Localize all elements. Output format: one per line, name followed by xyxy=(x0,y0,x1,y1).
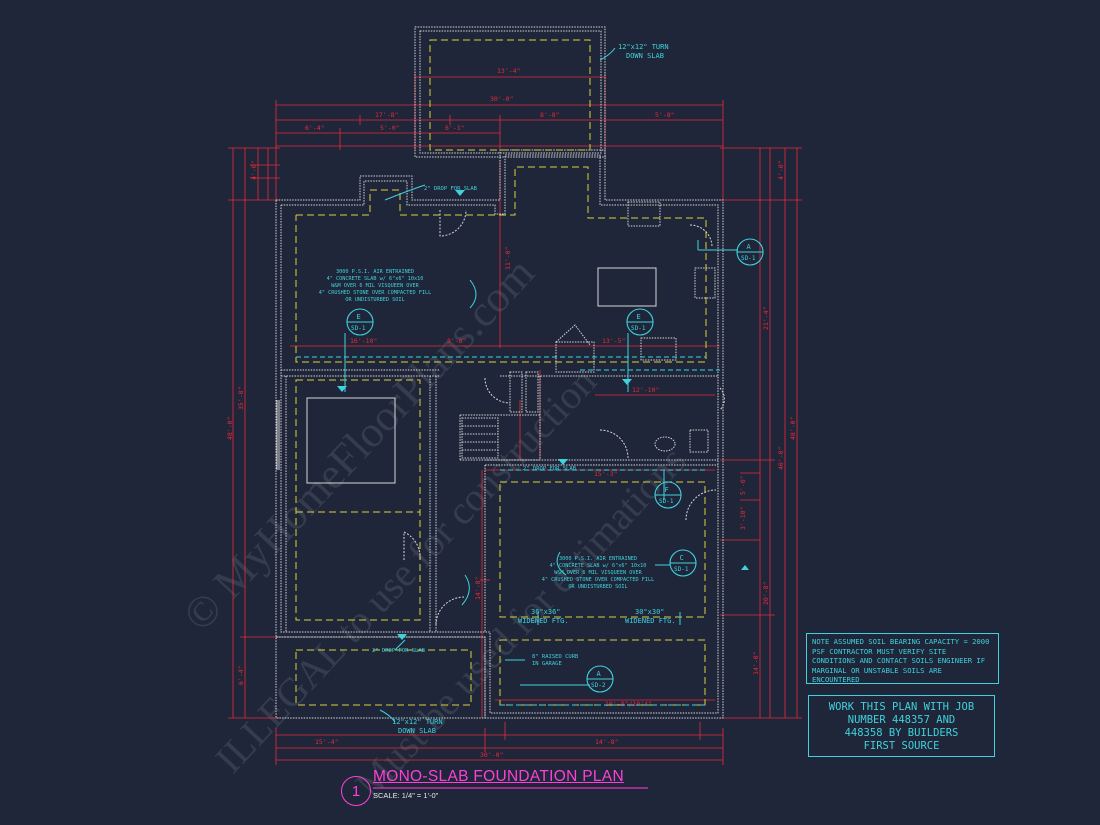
garage-slab-edge xyxy=(275,636,486,719)
callout-text: 12"x12" TURN DOWN SLAB 2" DROP FOR SLAB … xyxy=(319,43,676,735)
svg-text:14'-0": 14'-0" xyxy=(752,652,760,675)
section-cut-lines xyxy=(296,356,720,706)
drawing-title: MONO-SLAB FOUNDATION PLAN xyxy=(373,768,624,785)
svg-text:14'-8": 14'-8" xyxy=(474,577,482,600)
svg-text:13'-4": 13'-4" xyxy=(497,67,520,75)
svg-text:13'-5": 13'-5" xyxy=(602,337,625,345)
widened-ftg-2-label: WIDENED FTG. xyxy=(625,617,676,625)
svg-text:20'-8": 20'-8" xyxy=(762,582,770,605)
section-marker-e-sd1-left: E SD-1 xyxy=(346,308,374,336)
svg-text:48'-0": 48'-0" xyxy=(226,417,234,440)
svg-text:21'-4": 21'-4" xyxy=(762,307,770,330)
svg-text:SD-1: SD-1 xyxy=(351,325,366,332)
svg-text:10'-8"/10'4": 10'-8"/10'4" xyxy=(605,700,652,708)
svg-text:48'-0": 48'-0" xyxy=(789,417,797,440)
svg-text:15'-3": 15'-3" xyxy=(594,470,617,478)
svg-text:6'-4": 6'-4" xyxy=(237,665,245,685)
svg-text:4'-0": 4'-0" xyxy=(777,160,785,180)
svg-text:4" CRUSHED STONE OVER COMPACTE: 4" CRUSHED STONE OVER COMPACTED FILL xyxy=(319,290,431,296)
svg-text:W&M OVER 6 MIL VISQUEEN OVER: W&M OVER 6 MIL VISQUEEN OVER xyxy=(554,570,642,576)
raised-curb-line2: IN GARAGE xyxy=(532,661,562,667)
widened-ftg-2-size: 30"x30" xyxy=(635,608,665,616)
section-marker-e-sd1-right: E SD-1 xyxy=(626,308,654,336)
section-marker-a-sd1-top: A SD-1 xyxy=(736,238,764,266)
svg-text:A: A xyxy=(597,670,602,678)
section-marker-f-sd1: F SD-1 xyxy=(654,481,682,509)
soil-bearing-note: NOTE ASSUMED SOIL BEARING CAPACITY = 200… xyxy=(806,633,999,684)
svg-text:W&M OVER 6 MIL VISQUEEN OVER: W&M OVER 6 MIL VISQUEEN OVER xyxy=(331,283,419,289)
svg-text:SD-1: SD-1 xyxy=(741,255,756,262)
svg-text:30'-0": 30'-0" xyxy=(490,95,513,103)
svg-text:OR UNDISTURBED SOIL: OR UNDISTURBED SOIL xyxy=(345,297,404,303)
svg-text:4" CONCRETE SLAB w/ 6"x6" 10x1: 4" CONCRETE SLAB w/ 6"x6" 10x10 xyxy=(327,276,424,282)
section-marker-c-sd1: C SD-1 xyxy=(669,549,697,577)
turn-down-slab-top-line2: DOWN SLAB xyxy=(626,52,664,60)
svg-text:8'-8": 8'-8" xyxy=(540,111,560,119)
slab-spec-lower: 3000 P.S.I. AIR ENTRAINED 4" CONCRETE SL… xyxy=(542,556,654,590)
svg-text:E: E xyxy=(637,313,641,321)
svg-text:4'-0": 4'-0" xyxy=(250,160,258,180)
svg-text:4" CRUSHED STONE OVER COMPACTE: 4" CRUSHED STONE OVER COMPACTED FILL xyxy=(542,577,654,583)
svg-text:6'-4": 6'-4" xyxy=(305,124,325,132)
section-marker-a-sd2: A SD-2 xyxy=(586,665,614,693)
dimension-text: 13'-4" 30'-0" 17'-8" 8'-8" 5'-8" 6'-4" 5… xyxy=(226,67,797,759)
drop-slab-callout-1: 2" DROP FOR SLAB xyxy=(424,186,478,192)
svg-text:15'-4": 15'-4" xyxy=(315,738,338,746)
svg-text:3000 P.S.I. AIR ENTRAINED: 3000 P.S.I. AIR ENTRAINED xyxy=(336,269,414,275)
section-markers: A SD-1 E SD-1 E SD-1 F SD-1 C SD-1 A SD-… xyxy=(346,238,764,693)
svg-text:A: A xyxy=(747,243,752,251)
svg-text:3000 P.S.I. AIR ENTRAINED: 3000 P.S.I. AIR ENTRAINED xyxy=(559,556,637,562)
svg-text:C: C xyxy=(680,554,684,562)
interior-fixtures xyxy=(276,201,725,626)
svg-text:11'-0": 11'-0" xyxy=(504,247,512,270)
svg-text:35'-8": 35'-8" xyxy=(237,387,245,410)
slab-spec-upper: 3000 P.S.I. AIR ENTRAINED 4" CONCRETE SL… xyxy=(319,269,431,303)
svg-text:SD-1: SD-1 xyxy=(631,325,646,332)
job-reference-note: WORK THIS PLAN WITH JOB NUMBER 448357 AN… xyxy=(808,695,995,757)
svg-text:SD-1: SD-1 xyxy=(659,498,674,505)
widened-ftg-1-size: 36"x36" xyxy=(531,608,561,616)
job-note-line-4: FIRST SOURCE xyxy=(863,740,940,752)
footing-lines xyxy=(295,39,707,706)
svg-text:16'-10": 16'-10" xyxy=(350,337,377,345)
svg-text:40'-0": 40'-0" xyxy=(777,447,785,470)
svg-text:E: E xyxy=(357,313,361,321)
svg-text:SD-2: SD-2 xyxy=(591,682,606,689)
drop-slab-callout-3: 2" DROP FOR SLAB xyxy=(372,648,426,654)
turn-down-slab-top-line1: 12"x12" TURN xyxy=(618,43,669,51)
drawing-number: 1 xyxy=(341,776,371,806)
svg-text:17'-8": 17'-8" xyxy=(375,111,398,119)
svg-text:3'-10": 3'-10" xyxy=(739,507,747,530)
svg-text:6'-1": 6'-1" xyxy=(445,124,465,132)
svg-text:F: F xyxy=(665,486,669,494)
svg-text:14'-8": 14'-8" xyxy=(595,738,618,746)
drop-slab-callout-2: 2" DROP FOR SLAB xyxy=(523,466,577,472)
svg-text:8'-8": 8'-8" xyxy=(447,337,467,345)
drawing-scale: SCALE: 1/4" = 1'-0" xyxy=(373,791,439,800)
arrow-markers xyxy=(337,190,749,640)
svg-text:5'-0": 5'-0" xyxy=(380,124,400,132)
svg-text:5'-8": 5'-8" xyxy=(655,111,675,119)
svg-text:OR UNDISTURBED SOIL: OR UNDISTURBED SOIL xyxy=(568,584,627,590)
raised-curb-line1: 8" RAISED CURB xyxy=(532,654,579,660)
turn-down-slab-bottom-line2: DOWN SLAB xyxy=(398,727,436,735)
widened-ftg-1-label: WIDENED FTG. xyxy=(518,617,569,625)
turn-down-slab-bottom-line1: 12"x12" TURN xyxy=(392,718,443,726)
svg-text:12'-10": 12'-10" xyxy=(632,386,659,394)
svg-text:5'-0": 5'-0" xyxy=(739,475,747,495)
svg-text:4" CONCRETE SLAB w/ 6"x6" 10x1: 4" CONCRETE SLAB w/ 6"x6" 10x10 xyxy=(550,563,647,569)
job-note-line-3: 448358 BY BUILDERS xyxy=(844,727,959,739)
svg-text:30'-0": 30'-0" xyxy=(480,751,503,759)
svg-text:SD-1: SD-1 xyxy=(674,566,689,573)
job-note-line-2: NUMBER 448357 AND xyxy=(847,714,956,726)
job-note-line-1: WORK THIS PLAN WITH JOB xyxy=(828,701,975,713)
